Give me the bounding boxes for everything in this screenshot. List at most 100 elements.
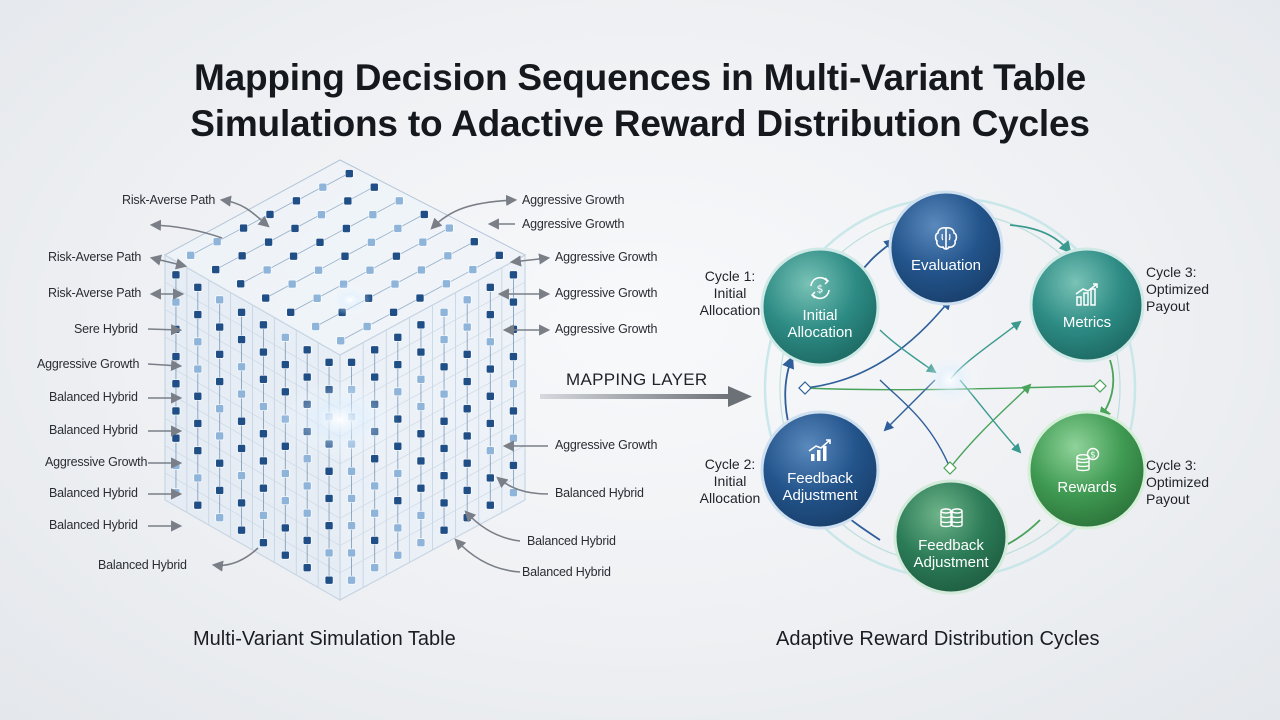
cube-node (439, 308, 449, 317)
cube-node (259, 320, 268, 330)
cube-node (462, 295, 472, 305)
feedback-adjustment-node-bottom[interactable]: Feedback Adjustment (895, 481, 1007, 593)
cube-node (416, 347, 426, 357)
node-label-line: Feedback (918, 537, 984, 554)
cube-node (416, 538, 426, 547)
cube-node (336, 336, 346, 346)
cube-node (281, 469, 290, 478)
cube-node (287, 279, 297, 289)
cycle-label-line: Initial (713, 473, 747, 489)
cube-node (236, 279, 246, 289)
cube-node (237, 335, 246, 344)
cube-node (393, 333, 403, 342)
initial-allocation-node[interactable]: $ Initial Allocation (762, 249, 878, 365)
cube-node (369, 182, 379, 192)
node-link (322, 172, 350, 188)
cube-node (302, 481, 312, 491)
cube-node (302, 345, 312, 355)
cube-node (193, 473, 203, 483)
grid-line (164, 390, 341, 492)
cube-node (462, 404, 472, 414)
node-link (340, 326, 367, 342)
cube-node (468, 265, 478, 274)
cube-node (462, 486, 472, 495)
node-link (216, 227, 244, 243)
node-link (372, 200, 400, 216)
cube-node (370, 481, 379, 491)
node-link (268, 227, 295, 243)
cube-node (442, 279, 451, 289)
cycle-3-top-label: Cycle 3: Optimized Payout (1146, 264, 1230, 315)
node-link (321, 200, 348, 216)
coin-stack-icon: $ (1076, 447, 1100, 471)
path-label: Aggressive Growth (555, 250, 658, 264)
node-link (240, 269, 267, 285)
cube-node (281, 496, 290, 505)
path-label: Balanced Hybrid (49, 486, 138, 500)
cube-node (259, 347, 268, 357)
cube-node (439, 335, 449, 344)
metrics-node[interactable]: Metrics (1031, 249, 1143, 361)
cube-node (486, 419, 495, 428)
cycle-label-line: Cycle 3: (1146, 264, 1197, 280)
node-link (371, 227, 398, 243)
cube-node (281, 360, 290, 369)
cube-node (417, 265, 426, 275)
cube-node (393, 360, 403, 369)
cycle-label-line: Cycle 2: (704, 456, 756, 472)
cube-node (259, 538, 268, 547)
cube-node (509, 433, 518, 443)
cube-node (237, 525, 246, 535)
cube-node (444, 223, 454, 233)
cube-node (211, 265, 221, 274)
cube-node (509, 461, 518, 470)
cube-node (462, 431, 472, 441)
rewards-node[interactable]: $ Rewards (1029, 412, 1145, 528)
grid-line (339, 281, 526, 383)
feedback-adjustment-node-left[interactable]: Feedback Adjustment (762, 412, 878, 528)
grid-line (164, 472, 341, 574)
node-link (366, 312, 394, 327)
mapping-layer-label: MAPPING LAYER (566, 370, 708, 389)
cube-node (324, 358, 334, 367)
cube-node (509, 488, 518, 497)
cube-node (193, 310, 203, 319)
cube-node (215, 377, 224, 386)
cycle-label-line: Allocation (699, 490, 761, 506)
grid-line (164, 418, 341, 519)
grid-line (164, 281, 341, 383)
cube-node (312, 293, 322, 303)
cube-node (237, 498, 246, 508)
cube-node (281, 441, 290, 451)
cube-node (215, 431, 224, 441)
cube-node (439, 471, 449, 480)
cube-node (259, 375, 268, 384)
cube-node (462, 513, 472, 522)
node-link (319, 227, 347, 243)
cube-node (302, 536, 312, 545)
cube-node (261, 293, 271, 303)
node-link (393, 297, 420, 313)
cube-node (486, 446, 495, 455)
cube-node (237, 444, 246, 453)
cycle-1-label: Cycle 1: Initial Allocation (690, 268, 770, 319)
cube-node (259, 511, 268, 520)
cube-node (347, 358, 356, 367)
cube-node (215, 458, 224, 468)
cube-node (416, 429, 426, 439)
node-link (447, 241, 475, 257)
evaluation-node[interactable]: Evaluation (890, 192, 1002, 304)
cube-node (347, 548, 356, 558)
cube-node (237, 362, 246, 372)
node-link (396, 241, 423, 257)
node-label: Evaluation (910, 256, 982, 274)
cycle-3-bottom-label: Cycle 3: Optimized Payout (1146, 457, 1230, 508)
cube-node (486, 500, 495, 510)
grid-line (339, 254, 526, 356)
path-label: Aggressive Growth (555, 286, 658, 300)
node-link (241, 241, 269, 257)
cube-node (370, 536, 379, 545)
cube-node (193, 364, 203, 374)
cycle-label-line: Optimized (1146, 281, 1210, 297)
path-label: Balanced Hybrid (49, 518, 138, 532)
